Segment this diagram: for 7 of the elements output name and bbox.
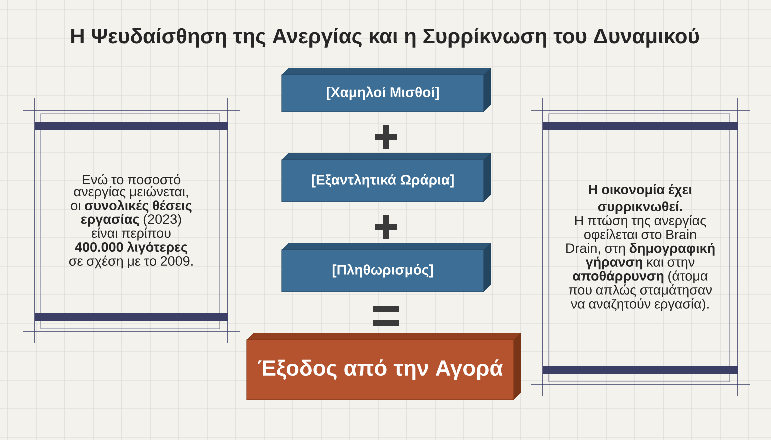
text-panel: Ενώ το ποσοστό ανεργίας μειώνεται, οι συνολικές θέσεις εργασίας (2023) είναι περίπου 400.000 λιγότερες σε σχέση με το 2009.: [22, 98, 240, 344]
button-box: [Πληθωρισμός]: [282, 243, 491, 292]
title: Η Ψευδαίσθηση της Ανεργίας και η Συρρίκνωση του Δυναμικού: [72, 28, 700, 48]
button-box: [Εξαντλητικά Ωράρια]: [282, 153, 491, 202]
result-box: Έξοδος από την Αγορά: [246, 333, 521, 400]
button-box: [Χαμηλοί Μισθοί]: [282, 68, 491, 112]
text-panel: Η οικονομία έχει συρρικνωθεί. Η πτώση της ανεργίας οφείλεται στο Brain Drain, στη δημογραφική γήρανση και στην αποθάρρυνση (άτομα που απλώς σταμάτησαν να αναζητούν εργασία).: [530, 98, 750, 396]
